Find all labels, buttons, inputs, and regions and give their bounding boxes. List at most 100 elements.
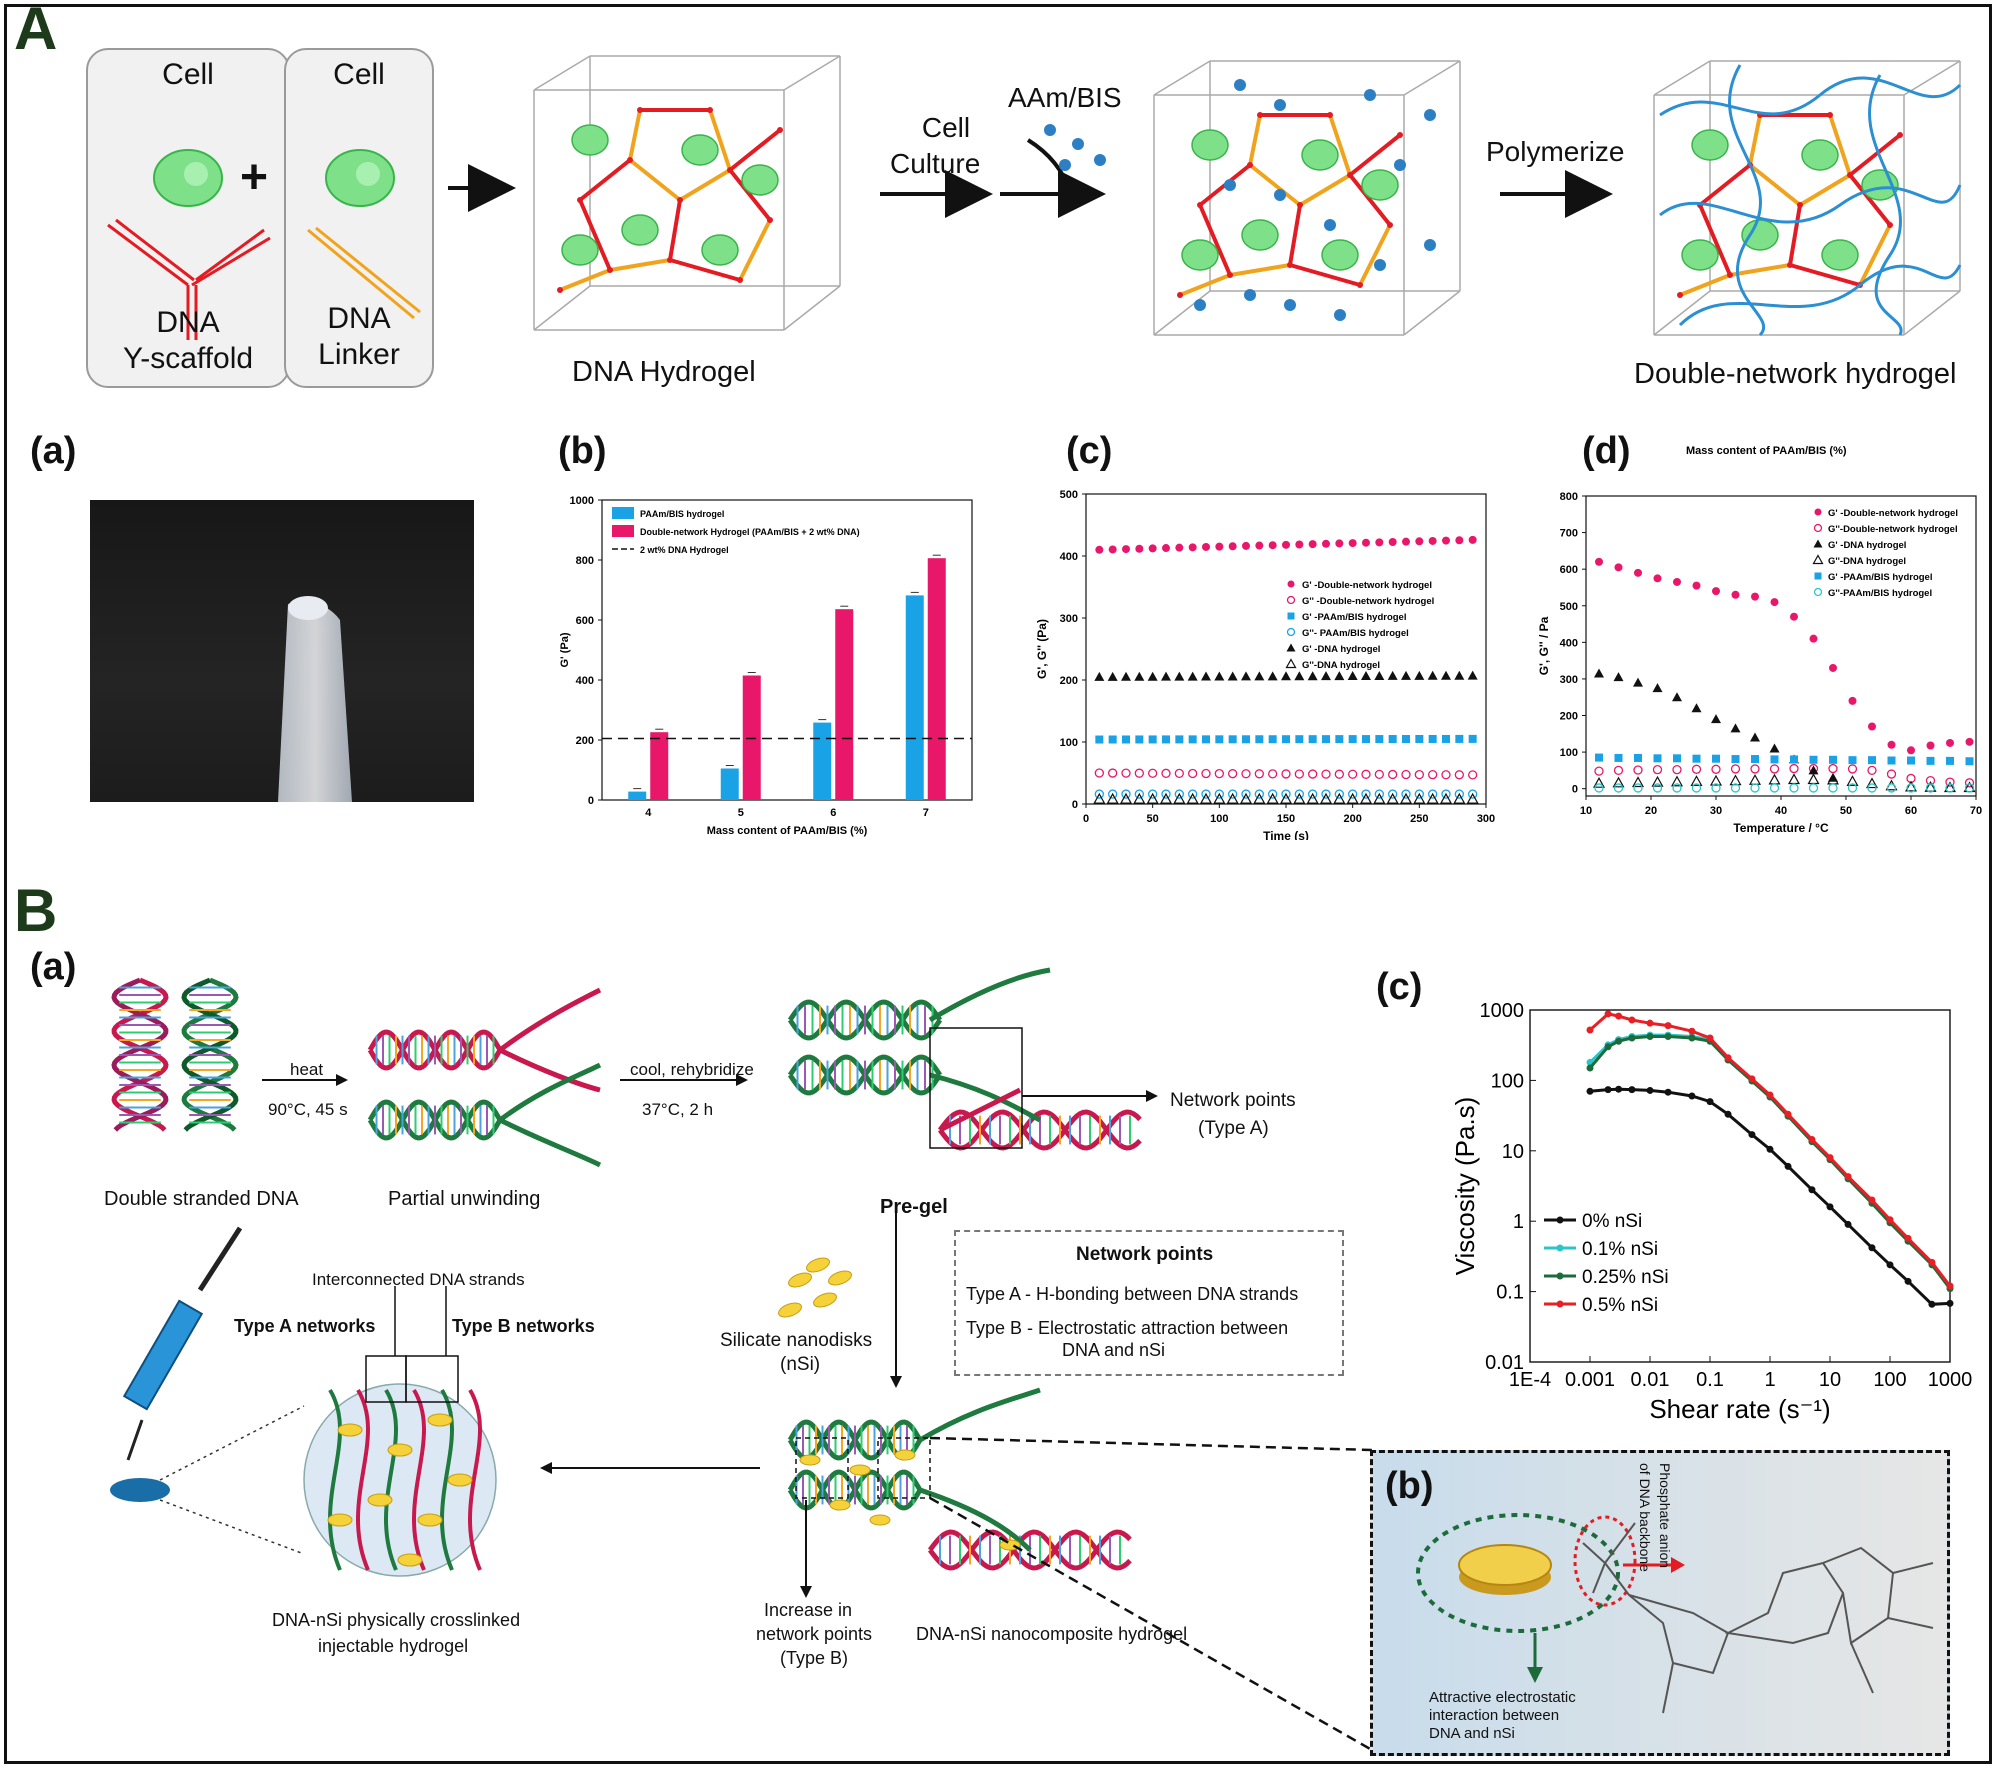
dna-link (1248, 114, 1262, 166)
silicate-nanodisk-icon (894, 1449, 916, 1461)
data-point (1108, 735, 1117, 744)
data-point (1362, 538, 1370, 547)
silicate-nanodisk-icon (849, 1464, 871, 1476)
x-tick-label: 50 (1147, 813, 1159, 825)
data-point (1964, 778, 1975, 788)
data-point (1688, 1034, 1696, 1042)
data-point (1388, 735, 1397, 744)
data-point (1242, 541, 1250, 550)
data-point (1148, 789, 1158, 799)
cell-icon (1741, 219, 1779, 251)
polyacrylamide-chain (1868, 74, 1903, 336)
x-tick-label: 7 (923, 807, 929, 819)
legend-marker (1556, 1216, 1564, 1224)
data-point (1652, 783, 1663, 793)
bar-double-network (650, 732, 669, 800)
data-point (1594, 766, 1604, 776)
data-point (1108, 768, 1118, 778)
data-point (1828, 763, 1838, 774)
dna-hydrogel-cube (533, 55, 841, 331)
x-tick-label: 1000 (1928, 1369, 1973, 1391)
data-point (1386, 792, 1399, 804)
data-point (1253, 792, 1266, 804)
network-points-type-a-label: Network points (1170, 1090, 1296, 1111)
data-point (1294, 789, 1304, 799)
data-point (1904, 780, 1918, 792)
data-point (1322, 539, 1330, 548)
cell-nucleus-icon (184, 162, 208, 186)
dna-link (1248, 163, 1302, 207)
data-point (1174, 789, 1184, 799)
dna-node (1357, 282, 1363, 288)
type-b-network-box (405, 1355, 459, 1403)
data-point (1688, 1092, 1696, 1100)
data-point (1867, 783, 1877, 793)
data-point (1201, 768, 1211, 779)
cell-icon (1821, 239, 1859, 271)
data-point (1868, 722, 1876, 731)
x-tick-label: 20 (1645, 805, 1657, 817)
data-point (1228, 735, 1237, 744)
data-point (1768, 773, 1781, 785)
polyacrylamide-chain (1659, 76, 1962, 117)
data-point (1594, 783, 1604, 793)
cube-edge (783, 285, 841, 331)
data-point (1631, 776, 1645, 788)
card1-dna-label: DNA (156, 306, 220, 339)
card2-cell-label: Cell (333, 58, 385, 91)
network-points-box-title: Network points (1076, 1244, 1214, 1265)
data-point (1201, 671, 1211, 681)
dna-node (1347, 172, 1353, 178)
data-point (1651, 775, 1664, 787)
unwound-tail (498, 1047, 601, 1093)
dna-link (1328, 114, 1352, 176)
dna-link (1729, 263, 1791, 277)
data-point (1468, 535, 1477, 544)
dna-node (1897, 132, 1903, 138)
dna-node (1397, 132, 1403, 138)
data-point (1134, 768, 1144, 778)
data-point (1809, 755, 1818, 764)
aam-bis-monomer-dot (1284, 299, 1296, 311)
arrow-head-icon (336, 1074, 348, 1086)
data-point (1652, 683, 1663, 693)
a-sub-c-letter: (c) (1066, 430, 1113, 472)
polyacrylamide-chain (1678, 264, 1962, 327)
phosphate-interaction-illustration (1416, 1513, 1934, 1714)
dna-node (707, 107, 713, 113)
silicate-nanodisks-sub: (nSi) (780, 1354, 821, 1375)
dna-node (1197, 202, 1203, 208)
data-point (1241, 671, 1251, 681)
data-point (1373, 792, 1386, 804)
legend-marker (1287, 580, 1295, 588)
data-point (1652, 765, 1663, 775)
injectable-hydrogel-label-2: injectable hydrogel (318, 1636, 469, 1656)
data-point (1808, 765, 1819, 775)
data-point (1604, 1086, 1612, 1094)
data-point (1279, 792, 1293, 804)
dna-link (1198, 204, 1232, 276)
data-point (1134, 671, 1145, 681)
data-point (1467, 670, 1478, 680)
data-point (1186, 792, 1199, 804)
data-point (1826, 1154, 1834, 1162)
data-point (1829, 755, 1837, 764)
legend-label: 0.25% nSi (1582, 1267, 1669, 1288)
legend-label: G' -DNA hydrogel (1828, 540, 1906, 551)
data-point (1359, 792, 1373, 804)
y-tick-label: 100 (1060, 737, 1078, 749)
data-point (1255, 541, 1264, 550)
data-point (1348, 735, 1357, 744)
legend-swatch (612, 525, 634, 537)
panel-a-letter: A (14, 0, 58, 62)
data-point (1706, 1098, 1714, 1106)
dna-link (1358, 224, 1392, 286)
data-point (1226, 792, 1239, 804)
tube-illustration (278, 596, 352, 802)
data-point (1188, 735, 1197, 744)
data-point (1093, 792, 1106, 804)
legend-marker (1812, 554, 1824, 565)
data-point (1228, 542, 1237, 551)
y-tick-label: 0 (1072, 799, 1078, 811)
